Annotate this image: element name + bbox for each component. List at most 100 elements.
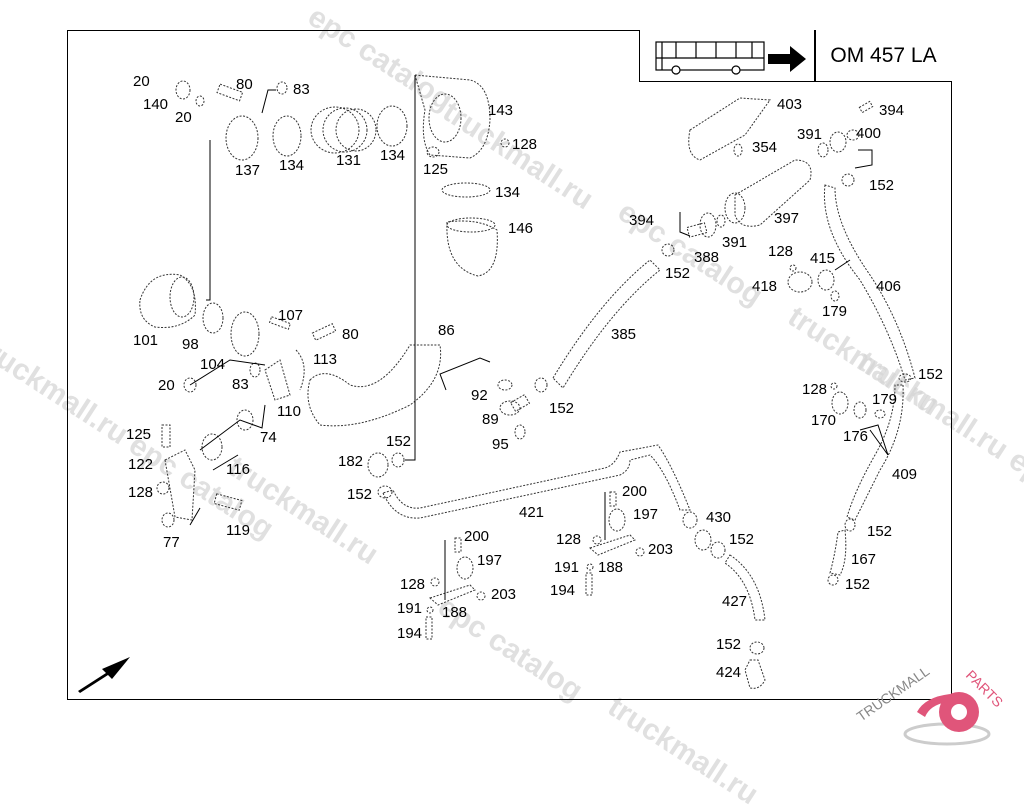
part-callout-418[interactable]: 418 xyxy=(752,278,778,295)
part-callout-95[interactable]: 95 xyxy=(492,436,509,453)
bus-icon xyxy=(655,41,765,75)
part-callout-388[interactable]: 388 xyxy=(694,249,720,266)
part-callout-20[interactable]: 20 xyxy=(158,377,175,394)
part-callout-152[interactable]: 152 xyxy=(729,531,755,548)
part-callout-83[interactable]: 83 xyxy=(293,81,310,98)
part-callout-74[interactable]: 74 xyxy=(260,429,277,446)
part-callout-86[interactable]: 86 xyxy=(438,322,455,339)
part-callout-176[interactable]: 176 xyxy=(843,428,869,445)
part-callout-119[interactable]: 119 xyxy=(226,522,250,539)
bolt-200-part xyxy=(454,537,462,553)
part-callout-391[interactable]: 391 xyxy=(797,126,823,143)
part-callout-128[interactable]: 128 xyxy=(512,136,538,153)
part-callout-415[interactable]: 415 xyxy=(810,250,836,267)
part-callout-188[interactable]: 188 xyxy=(598,559,624,576)
part-callout-424[interactable]: 424 xyxy=(716,664,742,681)
part-callout-421[interactable]: 421 xyxy=(519,504,545,521)
part-callout-179[interactable]: 179 xyxy=(872,391,898,408)
part-callout-194[interactable]: 194 xyxy=(550,582,576,599)
part-callout-191[interactable]: 191 xyxy=(397,600,423,617)
clamp-part xyxy=(376,105,408,147)
part-callout-77[interactable]: 77 xyxy=(163,534,180,551)
part-callout-125[interactable]: 125 xyxy=(423,161,449,178)
part-callout-20[interactable]: 20 xyxy=(175,109,192,126)
part-callout-182[interactable]: 182 xyxy=(338,453,364,470)
part-callout-397[interactable]: 397 xyxy=(774,210,800,227)
mount-74-part xyxy=(236,409,254,431)
part-callout-200[interactable]: 200 xyxy=(464,528,490,545)
part-callout-140[interactable]: 140 xyxy=(143,96,169,113)
part-callout-403[interactable]: 403 xyxy=(777,96,803,113)
part-callout-203[interactable]: 203 xyxy=(491,586,517,603)
part-callout-116[interactable]: 116 xyxy=(226,461,250,478)
hose-86-part xyxy=(307,344,442,427)
part-callout-128[interactable]: 128 xyxy=(556,531,582,548)
part-callout-143[interactable]: 143 xyxy=(488,102,514,119)
header-divider xyxy=(814,30,816,82)
part-callout-146[interactable]: 146 xyxy=(508,220,534,237)
part-callout-89[interactable]: 89 xyxy=(482,411,499,428)
part-callout-194[interactable]: 194 xyxy=(397,625,423,642)
part-callout-98[interactable]: 98 xyxy=(182,336,199,353)
part-callout-137[interactable]: 137 xyxy=(235,162,261,179)
part-callout-391[interactable]: 391 xyxy=(722,234,748,251)
part-callout-200[interactable]: 200 xyxy=(622,483,648,500)
part-callout-152[interactable]: 152 xyxy=(716,636,742,653)
part-callout-152[interactable]: 152 xyxy=(845,576,871,593)
part-callout-179[interactable]: 179 xyxy=(822,303,848,320)
part-callout-197[interactable]: 197 xyxy=(633,506,659,523)
part-callout-152[interactable]: 152 xyxy=(869,177,895,194)
part-callout-128[interactable]: 128 xyxy=(768,243,794,260)
clamp-part xyxy=(441,182,491,198)
part-callout-394[interactable]: 394 xyxy=(879,102,905,119)
part-callout-101[interactable]: 101 xyxy=(133,332,159,349)
part-callout-167[interactable]: 167 xyxy=(851,551,877,568)
part-callout-197[interactable]: 197 xyxy=(477,552,503,569)
part-callout-406[interactable]: 406 xyxy=(876,278,902,295)
part-callout-152[interactable]: 152 xyxy=(918,366,944,383)
part-callout-203[interactable]: 203 xyxy=(648,541,674,558)
part-callout-152[interactable]: 152 xyxy=(549,400,575,417)
part-callout-134[interactable]: 134 xyxy=(495,184,521,201)
part-callout-104[interactable]: 104 xyxy=(200,356,226,373)
part-callout-188[interactable]: 188 xyxy=(442,604,468,621)
part-callout-107[interactable]: 107 xyxy=(278,307,304,324)
clamp-part xyxy=(272,115,302,157)
part-callout-113[interactable]: 113 xyxy=(313,351,337,368)
part-callout-427[interactable]: 427 xyxy=(722,593,748,610)
bolt-200-part xyxy=(609,491,617,507)
part-callout-110[interactable]: 110 xyxy=(277,403,301,420)
part-callout-92[interactable]: 92 xyxy=(471,387,488,404)
part-callout-128[interactable]: 128 xyxy=(802,381,828,398)
bolt-part xyxy=(216,83,244,102)
part-callout-20[interactable]: 20 xyxy=(133,73,150,90)
parts-drawing xyxy=(139,74,916,689)
part-callout-152[interactable]: 152 xyxy=(665,265,691,282)
part-callout-131[interactable]: 131 xyxy=(336,152,362,169)
part-callout-134[interactable]: 134 xyxy=(380,147,406,164)
part-callout-170[interactable]: 170 xyxy=(811,412,837,429)
silencer-397-part xyxy=(734,159,812,227)
pipe-421-part xyxy=(382,444,691,519)
part-callout-394[interactable]: 394 xyxy=(629,212,655,229)
part-callout-152[interactable]: 152 xyxy=(867,523,893,540)
part-callout-400[interactable]: 400 xyxy=(856,125,882,142)
part-callout-83[interactable]: 83 xyxy=(232,376,249,393)
part-callout-128[interactable]: 128 xyxy=(400,576,426,593)
part-callout-122[interactable]: 122 xyxy=(128,456,154,473)
part-callout-80[interactable]: 80 xyxy=(342,326,359,343)
part-callout-125[interactable]: 125 xyxy=(126,426,152,443)
part-callout-409[interactable]: 409 xyxy=(892,466,918,483)
part-callout-128[interactable]: 128 xyxy=(128,484,154,501)
part-callout-134[interactable]: 134 xyxy=(279,157,305,174)
part-callout-430[interactable]: 430 xyxy=(706,509,732,526)
part-callout-354[interactable]: 354 xyxy=(752,139,778,156)
part-callout-152[interactable]: 152 xyxy=(347,486,373,503)
part-callout-80[interactable]: 80 xyxy=(236,76,253,93)
part-callout-191[interactable]: 191 xyxy=(554,559,580,576)
pipe-409-part xyxy=(846,384,904,521)
bracket-110-part xyxy=(264,359,291,401)
hose-385-part xyxy=(552,259,661,389)
part-callout-385[interactable]: 385 xyxy=(611,326,637,343)
part-callout-152[interactable]: 152 xyxy=(386,433,412,450)
